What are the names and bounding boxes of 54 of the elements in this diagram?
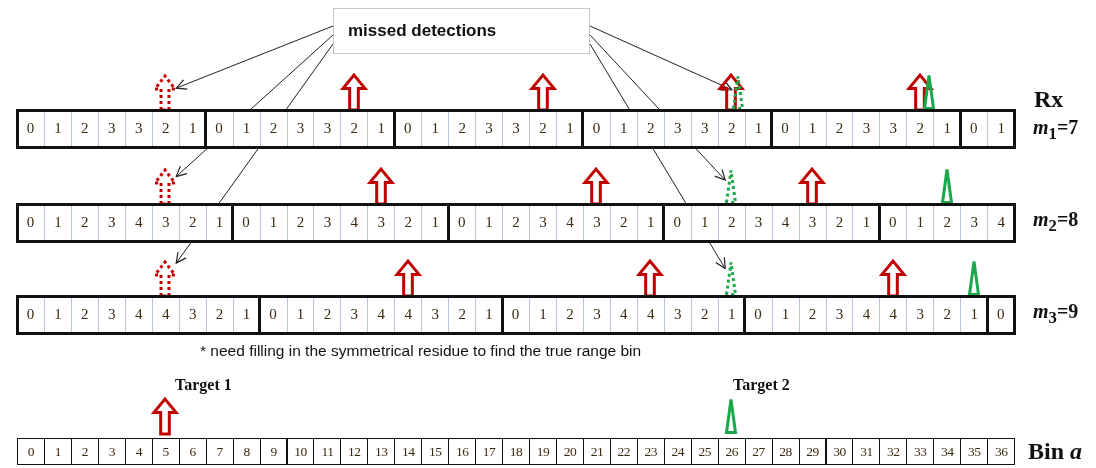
bin-cell: 31	[852, 438, 881, 465]
bin-cell: 33	[906, 438, 935, 465]
arrow	[175, 25, 334, 90]
target-label: Target 1	[175, 376, 232, 394]
bin-cell: 27	[744, 438, 773, 465]
period-label: m$_{1}$=7	[1033, 116, 1079, 144]
missed-arrow-icon	[154, 169, 177, 204]
bin-cell: 34	[933, 438, 962, 465]
target-label: Target 2	[733, 376, 790, 394]
bin-cell: 30	[825, 438, 854, 465]
bin-cell: 17	[475, 438, 504, 465]
bin-cell: 32	[879, 438, 908, 465]
bin-cell: 25	[690, 438, 719, 465]
bin-cell: 3	[97, 438, 126, 465]
bin-cell: 18	[502, 438, 531, 465]
bin-cell: 19	[529, 438, 557, 465]
missed-triangle-icon	[725, 169, 738, 204]
axis-label: Bin a	[1028, 438, 1083, 465]
missed-triangle-icon	[725, 261, 738, 296]
bin-cell: 35	[960, 438, 989, 465]
bin-cell: 9	[259, 438, 288, 465]
bin-cell: 0	[17, 438, 45, 465]
bin-cell: 21	[582, 438, 611, 465]
bin-cell: 24	[663, 438, 692, 465]
axis-label: Rx	[1034, 86, 1064, 113]
bin-cell: 4	[124, 438, 153, 465]
callout-box: missed detections	[333, 8, 590, 54]
period-label: m$_{2}$=8	[1033, 208, 1079, 236]
bin-cell: 2	[70, 438, 99, 465]
bin-cell: 1	[43, 438, 72, 465]
bin-cell: 28	[771, 438, 800, 465]
missed-arrow-icon	[154, 75, 177, 110]
bin-cell: 5	[151, 438, 180, 465]
bin-cell: 10	[286, 438, 315, 465]
bin-cell: 36	[987, 438, 1016, 465]
bin-cell: 26	[717, 438, 746, 465]
bin-cell: 11	[313, 438, 342, 465]
bin-cell: 22	[609, 438, 638, 465]
bin-cell: 29	[798, 438, 827, 465]
missed-triangle-icon	[731, 75, 744, 110]
bin-cell: 16	[448, 438, 477, 465]
bin-cell: 8	[232, 438, 261, 465]
bin-cell: 12	[340, 438, 369, 465]
bin-cell: 14	[394, 438, 423, 465]
bin-cell: 23	[636, 438, 665, 465]
arrow	[589, 25, 733, 91]
bin-cell: 6	[178, 438, 207, 465]
missed-arrow-icon	[154, 261, 177, 296]
footnote: * need filling in the symmetrical residue to find the true range bin	[200, 342, 642, 360]
bin-cell: 13	[367, 438, 396, 465]
period-label: m$_{3}$=9	[1033, 300, 1079, 328]
bin-cell: 15	[421, 438, 450, 465]
bin-cell: 7	[205, 438, 234, 465]
bin-cell: 20	[556, 438, 584, 465]
